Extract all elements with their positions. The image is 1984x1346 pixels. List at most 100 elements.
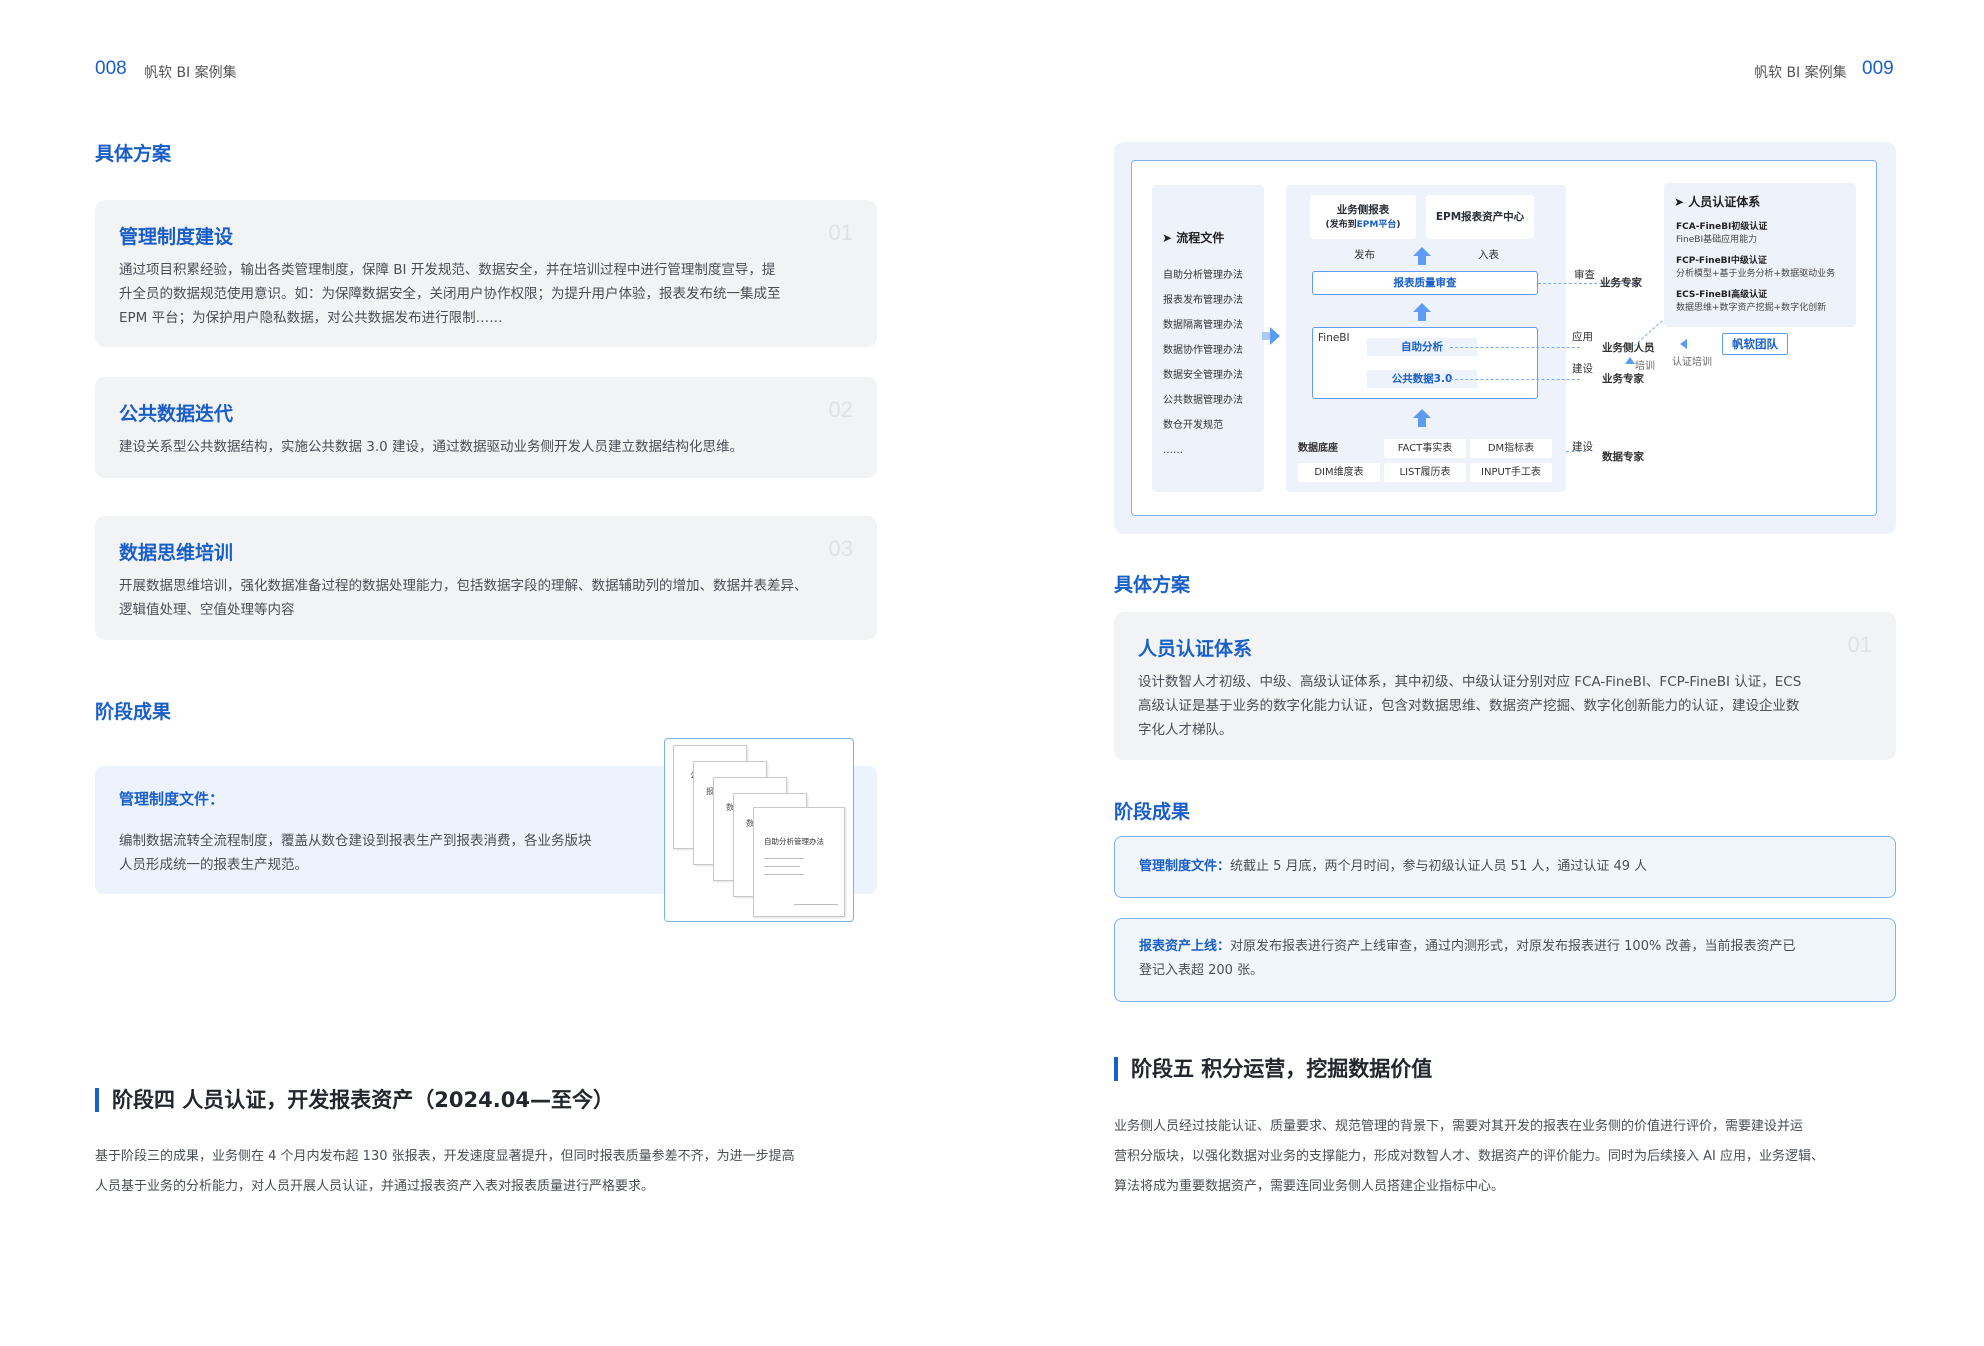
- plan-card-management: 管理制度建设 01 通过项目积累经验，输出各类管理制度，保障 BI 开发规范、数…: [95, 200, 877, 347]
- process-item: 数据隔离管理办法: [1163, 320, 1243, 331]
- result-card-cert: 管理制度文件：统截止 5 月底，两个月时间，参与初级认证人员 51 人，通过认证…: [1114, 836, 1896, 898]
- cert-panel: ➤ 人员认证体系 FCA-FineBI初级认证 FineBI基础应用能力 FCP…: [1664, 183, 1856, 327]
- result-text: 管理制度文件：统截止 5 月底，两个月时间，参与初级认证人员 51 人，通过认证…: [1139, 855, 1647, 879]
- data-cell: DIM维度表: [1298, 463, 1380, 482]
- finebi-label: FineBI: [1318, 332, 1350, 344]
- plan-card-cert-system: 人员认证体系 01 设计数智人才初级、中级、高级认证体系，其中初级、中级认证分别…: [1114, 612, 1896, 760]
- review-label: 审查: [1574, 269, 1595, 281]
- stage-five-text: 业务侧人员经过技能认证、质量要求、规范管理的背景下，需要对其开发的报表在业务侧的…: [1114, 1112, 1904, 1202]
- review-connector: [1538, 283, 1638, 284]
- process-item: 数据安全管理办法: [1163, 370, 1243, 381]
- plan-card-data-thinking: 数据思维培训 03 开展数据思维培训，强化数据准备过程的数据处理能力，包括数据字…: [95, 516, 877, 640]
- process-docs-panel: ➤ 流程文件 自助分析管理办法 报表发布管理办法 数据隔离管理办法 数据协作管理…: [1152, 185, 1264, 492]
- data-cell: INPUT手工表: [1470, 463, 1552, 482]
- build-label: 建设: [1572, 363, 1593, 375]
- card-title: 人员认证体系: [1138, 638, 1253, 660]
- arrow-right-icon: [1270, 327, 1280, 345]
- card-line: 高级认证是基于业务的数字化能力认证，包含对数据思维、数据资产挖掘、数字化创新能力…: [1138, 698, 1800, 714]
- into-table-label: 入表: [1478, 249, 1499, 261]
- card-line: 升全员的数据规范使用意识。如：为保障数据安全，关闭用户协作权限；为提升用户体验，…: [119, 286, 781, 302]
- left-page-number: 008: [95, 58, 127, 79]
- biz-person-label: 业务侧人员: [1602, 342, 1655, 354]
- arrow-up-icon: [1413, 247, 1431, 265]
- epm-center-box: EPM报表资产中心: [1426, 195, 1534, 239]
- data-cell: LIST履历表: [1384, 463, 1466, 482]
- chevron-right-icon: ➤: [1162, 231, 1173, 245]
- process-item: 报表发布管理办法: [1163, 295, 1243, 306]
- stage-five-title: 阶段五 积分运营，挖掘数据价值: [1114, 1057, 1432, 1081]
- process-title-text: 流程文件: [1176, 231, 1225, 245]
- result-card-report-assets: 报表资产上线：对原发布报表进行资产上线审查，通过内测形式，对原发布报表进行 10…: [1114, 918, 1896, 1002]
- result-label: 报表资产上线：: [1139, 939, 1231, 954]
- card-line: 字化人才梯队。: [1138, 722, 1233, 738]
- plan-card-public-data: 公共数据迭代 02 建设关系型公共数据结构，实施公共数据 3.0 建设，通过数据…: [95, 377, 877, 478]
- cert-name: FCA-FineBI初级认证: [1676, 222, 1768, 232]
- result-label: 管理制度文件：: [1139, 859, 1231, 874]
- body-line: 算法将成为重要数据资产，需要连同业务侧人员搭建企业指标中心。: [1114, 1179, 1505, 1194]
- doc-page-thumbnail: 自助分析管理办法: [753, 807, 845, 917]
- self-analysis-box: 自助分析: [1367, 338, 1477, 356]
- center-panel: 业务侧报表 (发布到EPM平台) EPM报表资产中心 发布 入表 报表质量审查 …: [1286, 185, 1566, 492]
- arrow-up-icon: [1413, 409, 1431, 427]
- data-cell: DM指标表: [1470, 439, 1552, 458]
- result-line: 统截止 5 月底，两个月时间，参与初级认证人员 51 人，通过认证 49 人: [1230, 859, 1648, 874]
- cert-name: FCP-FineBI中级认证: [1676, 256, 1767, 266]
- publish-label: 发布: [1354, 249, 1375, 261]
- cert-list: FCA-FineBI初级认证 FineBI基础应用能力 FCP-FineBI中级…: [1676, 221, 1835, 315]
- biz-expert-label: 业务专家: [1600, 277, 1642, 289]
- build-label: 建设: [1572, 441, 1593, 453]
- result-card-title: 管理制度文件：: [119, 790, 225, 808]
- training-label: 培训: [1635, 361, 1655, 372]
- process-item: ……: [1163, 445, 1183, 456]
- cert-desc: 分析模型+基于业务分析+数据驱动业务: [1676, 269, 1836, 279]
- arrow-up-icon: [1413, 303, 1431, 321]
- stage-four-title: 阶段四 人员认证，开发报表资产（2024.04—至今）: [95, 1088, 614, 1112]
- card-text: 建设关系型公共数据结构，实施公共数据 3.0 建设，通过数据驱动业务侧开发人员建…: [119, 435, 859, 459]
- cert-training-label: 认证培训: [1672, 357, 1712, 368]
- body-line: 业务侧人员经过技能认证、质量要求、规范管理的背景下，需要对其开发的报表在业务侧的…: [1114, 1119, 1804, 1134]
- process-item: 自助分析管理办法: [1163, 270, 1243, 281]
- biz-report-label: 业务侧报表: [1336, 204, 1390, 216]
- card-number: 02: [828, 397, 853, 422]
- process-diagram: ➤ 流程文件 自助分析管理办法 报表发布管理办法 数据隔离管理办法 数据协作管理…: [1114, 142, 1896, 534]
- card-number: 01: [828, 220, 853, 245]
- biz-report-sub-b: EPM平台: [1356, 220, 1397, 230]
- result-line: 登记入表超 200 张。: [1139, 963, 1264, 978]
- left-plan-title: 具体方案: [95, 143, 172, 165]
- card-number: 03: [828, 536, 853, 561]
- result-line: 对原发布报表进行资产上线审查，通过内测形式，对原发布报表进行 100% 改善，当…: [1230, 939, 1796, 954]
- result-text: 报表资产上线：对原发布报表进行资产上线审查，通过内测形式，对原发布报表进行 10…: [1139, 935, 1879, 983]
- card-line: 逻辑值处理、空值处理等内容: [119, 602, 295, 618]
- biz-report-sub-c: ): [1396, 220, 1401, 230]
- card-text: 设计数智人才初级、中级、高级认证体系，其中初级、中级认证分别对应 FCA-Fin…: [1138, 670, 1878, 742]
- finebi-box: FineBI 自助分析 公共数据3.0: [1312, 327, 1538, 399]
- document-thumbnails: 公共 报表 数据 数据 自助分析管理办法: [664, 738, 854, 922]
- apply-label: 应用: [1572, 331, 1593, 343]
- left-brand: 帆软 BI 案例集: [144, 65, 237, 81]
- arrow-tail: [1262, 332, 1270, 340]
- card-title: 数据思维培训: [119, 542, 234, 564]
- biz-expert-label: 业务专家: [1602, 373, 1644, 385]
- right-page-number: 009: [1862, 58, 1894, 79]
- card-line: 开展数据思维培训，强化数据准备过程的数据处理能力，包括数据字段的理解、数据辅助列…: [119, 578, 808, 594]
- card-line: 设计数智人才初级、中级、高级认证体系，其中初级、中级认证分别对应 FCA-Fin…: [1138, 674, 1802, 690]
- build-connector: [1450, 379, 1580, 380]
- cert-name: ECS-FineBI高级认证: [1676, 290, 1768, 300]
- card-text: 通过项目积累经验，输出各类管理制度，保障 BI 开发规范、数据安全，并在培训过程…: [119, 258, 859, 330]
- cert-desc: 数据思维+数字资产挖掘+数字化创新: [1676, 303, 1827, 313]
- result-card-text: 编制数据流转全流程制度，覆盖从数仓建设到报表生产到报表消费，各业务版块 人员形成…: [119, 829, 679, 877]
- left-result-title: 阶段成果: [95, 701, 172, 723]
- right-brand: 帆软 BI 案例集: [1754, 65, 1847, 81]
- build-connector: [1566, 451, 1586, 452]
- quality-review-box: 报表质量审查: [1312, 271, 1538, 295]
- process-docs-title: ➤ 流程文件: [1162, 229, 1224, 246]
- public-data-box: 公共数据3.0: [1367, 370, 1477, 388]
- apply-connector: [1450, 347, 1580, 348]
- cert-desc: FineBI基础应用能力: [1676, 235, 1758, 245]
- arrow-left-icon: [1680, 339, 1687, 349]
- data-base-label: 数据底座: [1298, 443, 1338, 454]
- doc-title: 自助分析管理办法: [764, 837, 824, 846]
- data-expert-label: 数据专家: [1602, 451, 1644, 463]
- stage-four-text: 基于阶段三的成果，业务侧在 4 个月内发布超 130 张报表，开发速度显著提升，…: [95, 1142, 885, 1202]
- process-item: 数据协作管理办法: [1163, 345, 1243, 356]
